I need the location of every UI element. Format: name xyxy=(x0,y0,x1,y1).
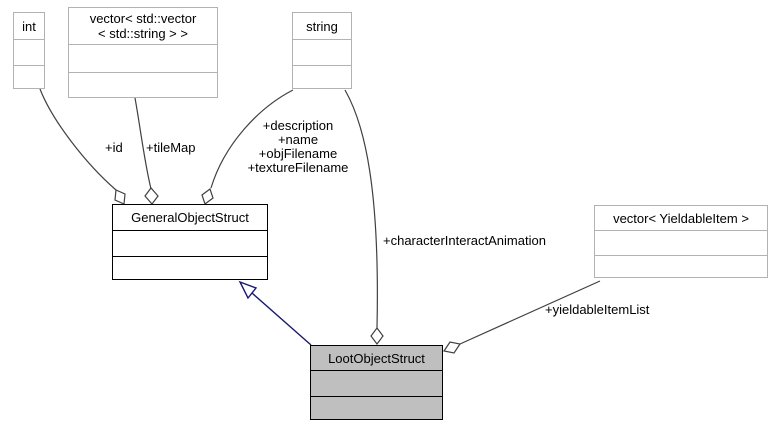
aggregation-diamond-id-icon xyxy=(114,189,126,205)
edge-tilemap-line xyxy=(134,97,152,190)
node-general-object-struct[interactable]: GeneralObjectStruct xyxy=(112,204,268,280)
node-int[interactable]: int xyxy=(13,12,45,89)
node-vector-std-vector-string[interactable]: vector< std::vector < std::string > > xyxy=(68,7,218,98)
edge-label-id: +id xyxy=(105,140,123,155)
edge-id-line xyxy=(39,88,117,191)
aggregation-diamond-yieldable-item-list-icon xyxy=(443,341,461,354)
node-string-attributes xyxy=(293,40,351,66)
edge-character-interact-animation-line xyxy=(344,89,378,329)
edge-label-tilemap: +tileMap xyxy=(146,140,196,155)
aggregation-diamond-tilemap-icon xyxy=(144,187,159,205)
node-vector-std-vector-string-methods xyxy=(69,73,217,97)
node-vector-yieldable-item-attributes xyxy=(595,231,767,256)
inheritance-arrowhead-icon xyxy=(238,280,258,300)
node-loot-object-struct-label: LootObjectStruct xyxy=(311,346,442,371)
edge-label-character-interact-animation: +characterInteractAnimation xyxy=(383,233,546,248)
node-general-object-struct-attributes xyxy=(113,231,267,257)
aggregation-diamond-character-interact-animation-icon xyxy=(370,327,384,345)
edge-label-yieldable-item-list: +yieldableItemList xyxy=(545,302,650,317)
node-general-object-struct-methods xyxy=(113,257,267,279)
node-vector-std-vector-string-label: vector< std::vector < std::string > > xyxy=(69,8,217,45)
node-string-label: string xyxy=(293,13,351,40)
node-vector-std-vector-string-attributes xyxy=(69,45,217,73)
edge-inheritance-line xyxy=(251,292,312,346)
node-string-methods xyxy=(293,66,351,88)
node-general-object-struct-label: GeneralObjectStruct xyxy=(113,205,267,231)
aggregation-diamond-string-members-icon xyxy=(201,188,214,205)
node-vector-yieldable-item-methods xyxy=(595,256,767,277)
edge-yieldable-item-list-line xyxy=(459,280,601,345)
node-vector-yieldable-item-label: vector< YieldableItem > xyxy=(595,206,767,231)
node-int-methods xyxy=(14,66,44,88)
node-loot-object-struct[interactable]: LootObjectStruct xyxy=(310,345,443,420)
node-loot-object-struct-attributes xyxy=(311,371,442,397)
node-vector-yieldable-item[interactable]: vector< YieldableItem > xyxy=(594,205,768,278)
node-string[interactable]: string xyxy=(292,12,352,89)
node-int-attributes xyxy=(14,40,44,66)
node-int-label: int xyxy=(14,13,44,40)
edge-string-members-line xyxy=(210,89,294,189)
edge-label-string-members: +description +name +objFilename +texture… xyxy=(247,118,349,175)
node-loot-object-struct-methods xyxy=(311,397,442,419)
